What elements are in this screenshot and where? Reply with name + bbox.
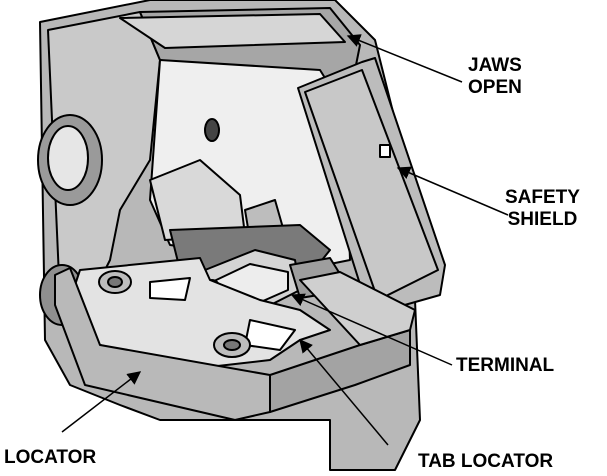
tab-locator-plate	[69, 257, 331, 369]
callout-tab-locator-line1: TAB LOCATOR	[418, 451, 554, 472]
callout-jaws-open-line2: OPEN	[468, 77, 522, 98]
callout-jaws-open-line1: JAWS	[468, 55, 522, 76]
terminal-leader	[290, 293, 453, 366]
tab-locator-leader	[299, 338, 389, 446]
callout-safety-shield-line2: SHIELD	[507, 209, 578, 230]
callout-jaws-open: JAWS OPEN	[468, 55, 522, 99]
callout-tab-locator: TAB LOCATOR	[418, 451, 553, 473]
callout-terminal: TERMINAL	[456, 355, 554, 377]
safety-shield-plate	[297, 57, 446, 313]
callout-locator-line1: LOCATOR	[4, 447, 97, 468]
callout-safety-shield-line1: SAFETY	[505, 187, 580, 208]
safety-shield-leader	[396, 166, 509, 216]
jaws-open-leader	[346, 34, 463, 83]
callout-terminal-line1: TERMINAL	[456, 355, 555, 376]
callout-locator: LOCATOR	[4, 447, 96, 469]
callout-safety-shield: SAFETY SHIELD	[505, 187, 580, 231]
locator-leader	[61, 371, 142, 433]
leader-lines	[61, 34, 509, 446]
locator-bar	[54, 267, 416, 421]
